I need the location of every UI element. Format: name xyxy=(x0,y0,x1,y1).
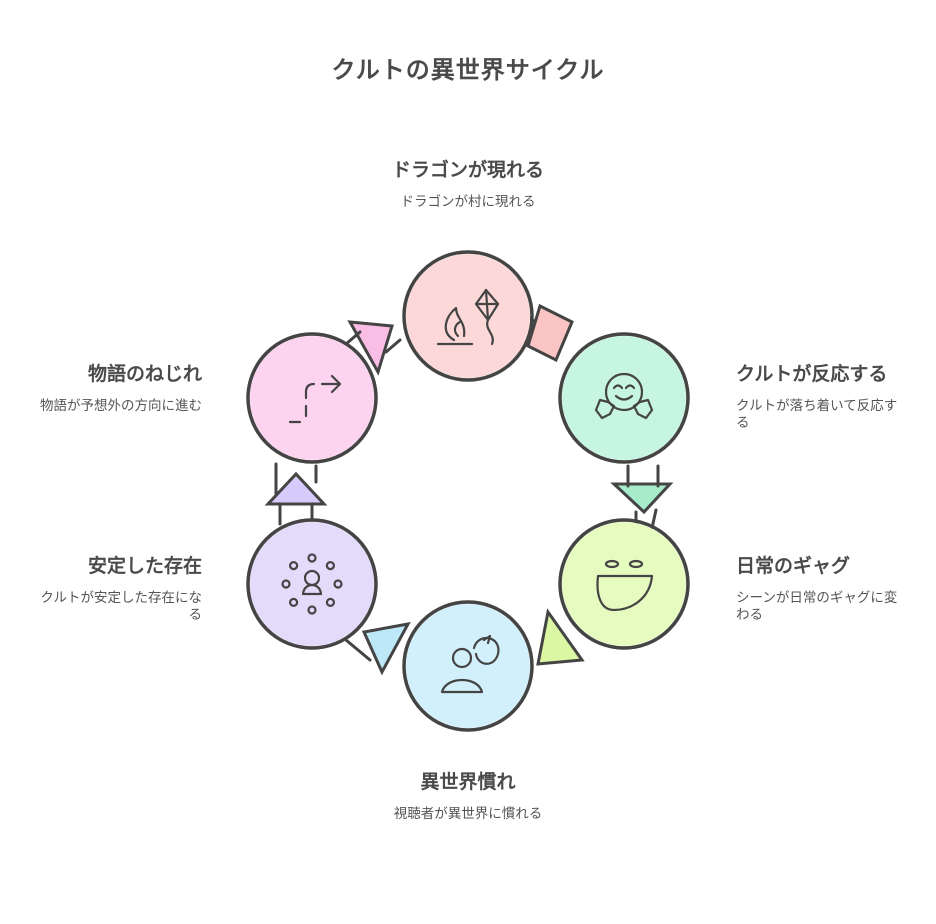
arrow-head-4-to-5 xyxy=(361,621,411,676)
arrow-stem-2-to-3 xyxy=(626,464,660,488)
step-desc: シーンが日常のギャグに変わる xyxy=(736,590,898,623)
arrow-head-2-to-3 xyxy=(610,482,674,515)
step-title: クルトが反応する xyxy=(736,363,888,385)
step-title: 安定した存在 xyxy=(87,555,202,577)
step-title: ドラゴンが現れる xyxy=(391,159,544,181)
step-desc: クルトが安定した存在になる xyxy=(40,590,202,623)
laughing-face-icon xyxy=(596,559,654,612)
twisting-path-icon xyxy=(288,374,342,424)
step-label-2: クルトが反応する クルトが落ち着いて反応する xyxy=(736,362,906,432)
arrow-head-3-to-4 xyxy=(536,608,585,666)
step-label-1: ドラゴンが現れる ドラゴンが村に現れる xyxy=(318,158,618,211)
step-title: 物語のねじれ xyxy=(87,363,202,385)
step-title: 日常のギャグ xyxy=(736,555,851,577)
step-desc: ドラゴンが村に現れる xyxy=(400,194,536,210)
arrow-head-6-to-1 xyxy=(347,320,394,376)
step-label-5: 安定した存在 クルトが安定した存在になる xyxy=(30,554,202,624)
arrow-tail-5-to-6 xyxy=(274,462,318,496)
arrow-stem-5-to-6 xyxy=(278,502,314,526)
step-node-5 xyxy=(246,518,378,650)
step-label-6: 物語のねじれ 物語が予想外の方向に進む xyxy=(30,362,202,415)
diagram-title: クルトの異世界サイクル xyxy=(331,56,605,84)
smiling-face-hands-icon xyxy=(594,372,654,420)
step-desc: 視聴者が異世界に慣れる xyxy=(393,806,543,822)
person-thinking-icon xyxy=(440,634,500,694)
arrow-stem-6-to-1 xyxy=(344,330,402,354)
step-label-4: 異世界慣れ 視聴者が異世界に慣れる xyxy=(318,770,618,823)
person-circle-icon xyxy=(281,553,343,615)
arrow-head-5-to-6 xyxy=(264,471,328,506)
step-title: 異世界慣れ xyxy=(420,771,516,793)
kite-and-fire-icon xyxy=(436,288,500,346)
step-desc: クルトが落ち着いて反応する xyxy=(736,398,898,431)
step-label-3: 日常のギャグ シーンが日常のギャグに変わる xyxy=(736,554,908,624)
arrow-stem-4-to-5 xyxy=(344,638,372,662)
arrow-head-1-to-2 xyxy=(526,303,574,363)
step-desc: 物語が予想外の方向に進む xyxy=(40,398,202,414)
